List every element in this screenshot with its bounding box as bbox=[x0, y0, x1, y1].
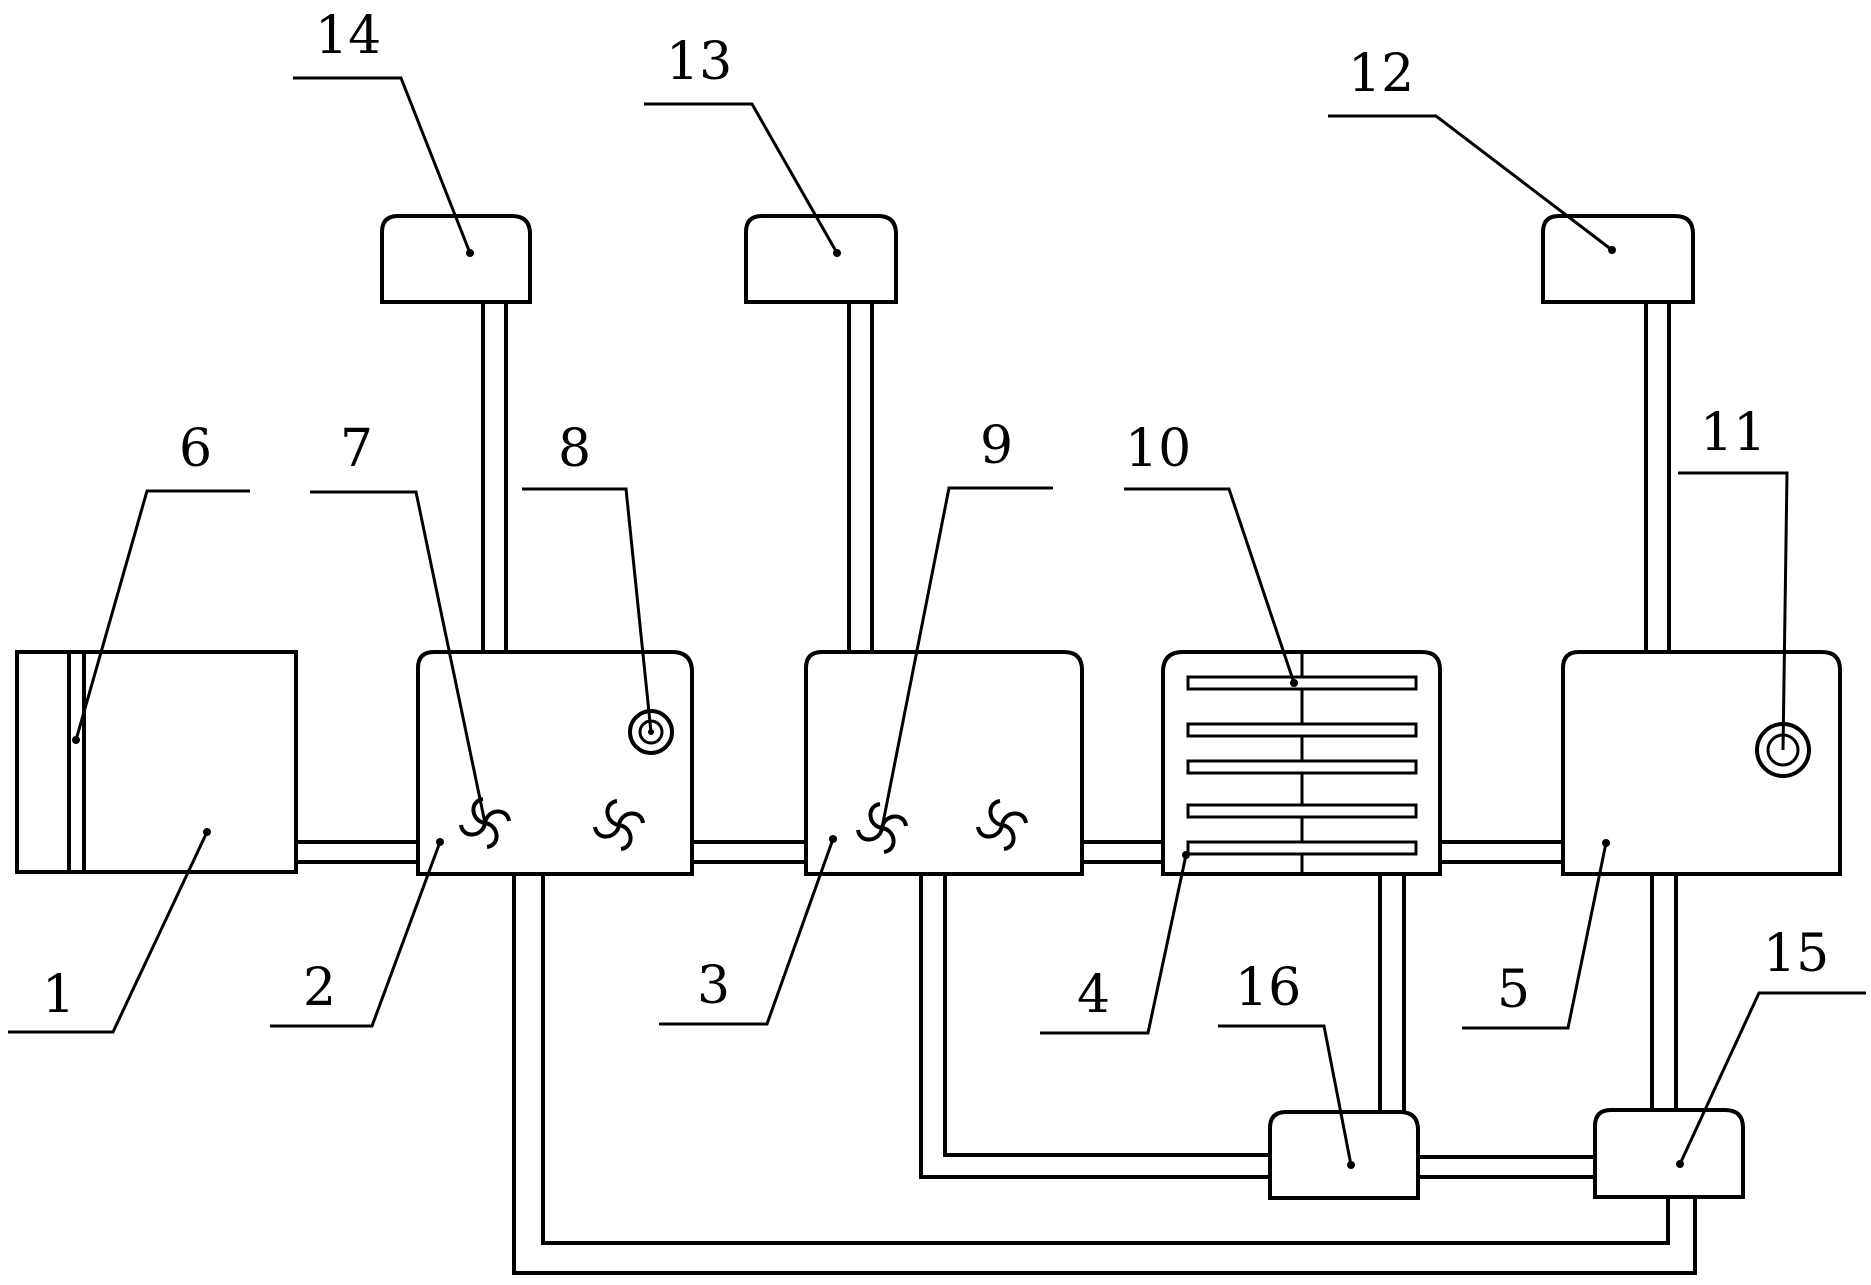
leader-2 bbox=[270, 841, 442, 1028]
leader-8 bbox=[522, 487, 653, 733]
label-7: 7 bbox=[340, 419, 373, 479]
leader-lines bbox=[8, 76, 1866, 1166]
fan-icon bbox=[856, 802, 908, 854]
leader-10 bbox=[1124, 487, 1296, 684]
label-4: 4 bbox=[1077, 965, 1110, 1025]
fan-icon bbox=[976, 799, 1028, 851]
leader-4 bbox=[1040, 854, 1188, 1035]
pipe-1-2 bbox=[296, 840, 418, 864]
leader-5 bbox=[1462, 842, 1608, 1030]
unit-16 bbox=[1268, 1110, 1420, 1200]
unit-15 bbox=[1593, 1108, 1745, 1199]
leader-12 bbox=[1328, 114, 1613, 252]
leader-11 bbox=[1678, 471, 1789, 751]
label-13: 13 bbox=[666, 32, 732, 92]
pipe-2-14 bbox=[481, 302, 508, 652]
unit-1-body bbox=[15, 650, 298, 874]
pipe-2-3 bbox=[692, 840, 806, 864]
pipe-15-2 bbox=[512, 876, 1697, 1275]
label-5: 5 bbox=[1497, 960, 1530, 1020]
unit-5 bbox=[1561, 650, 1842, 876]
labels: 1 2 3 4 5 6 7 8 9 10 11 12 13 14 15 16 bbox=[42, 6, 1829, 1025]
label-2: 2 bbox=[303, 958, 336, 1018]
label-1: 1 bbox=[42, 965, 75, 1025]
unit-14 bbox=[380, 214, 532, 304]
unit-13 bbox=[744, 214, 898, 304]
unit-4 bbox=[1161, 650, 1442, 876]
label-12: 12 bbox=[1348, 44, 1414, 104]
pipe-3-4 bbox=[1082, 840, 1163, 864]
pipe-4-5 bbox=[1440, 840, 1563, 864]
pipe-3-16 bbox=[919, 876, 1270, 1179]
label-10: 10 bbox=[1125, 419, 1191, 479]
label-8: 8 bbox=[558, 419, 591, 479]
unit-4-trays bbox=[1186, 675, 1418, 856]
leader-6 bbox=[74, 489, 250, 741]
unit-3-body bbox=[804, 650, 1084, 876]
label-6: 6 bbox=[179, 419, 212, 479]
leader-7 bbox=[310, 490, 487, 824]
fan-icon bbox=[593, 799, 645, 851]
pipe-16-15 bbox=[1418, 1155, 1595, 1179]
leader-3 bbox=[659, 838, 835, 1026]
unit-5-body bbox=[1561, 650, 1842, 876]
leader-16 bbox=[1218, 1024, 1353, 1166]
label-16: 16 bbox=[1235, 958, 1301, 1018]
label-15: 15 bbox=[1763, 924, 1829, 984]
label-11: 11 bbox=[1700, 403, 1766, 463]
pipes bbox=[296, 302, 1697, 1275]
unit-1-divider bbox=[67, 652, 86, 872]
pipe-4-16 bbox=[1378, 873, 1406, 1112]
leader-13 bbox=[644, 102, 839, 254]
leader-14 bbox=[293, 76, 472, 254]
leader-15 bbox=[1678, 991, 1866, 1165]
fan-icon bbox=[459, 797, 511, 849]
unit-2-body bbox=[416, 650, 694, 876]
label-14: 14 bbox=[315, 6, 381, 66]
pipe-5-15 bbox=[1650, 876, 1678, 1108]
leader-9 bbox=[880, 486, 1053, 829]
label-3: 3 bbox=[697, 956, 730, 1016]
unit-2 bbox=[416, 650, 694, 876]
unit-12 bbox=[1541, 214, 1695, 304]
unit-3 bbox=[804, 650, 1084, 876]
unit-1 bbox=[15, 650, 298, 874]
leader-1 bbox=[8, 831, 209, 1034]
pipe-5-12 bbox=[1644, 302, 1671, 652]
label-9: 9 bbox=[980, 416, 1013, 476]
pipe-3-13 bbox=[847, 302, 874, 652]
